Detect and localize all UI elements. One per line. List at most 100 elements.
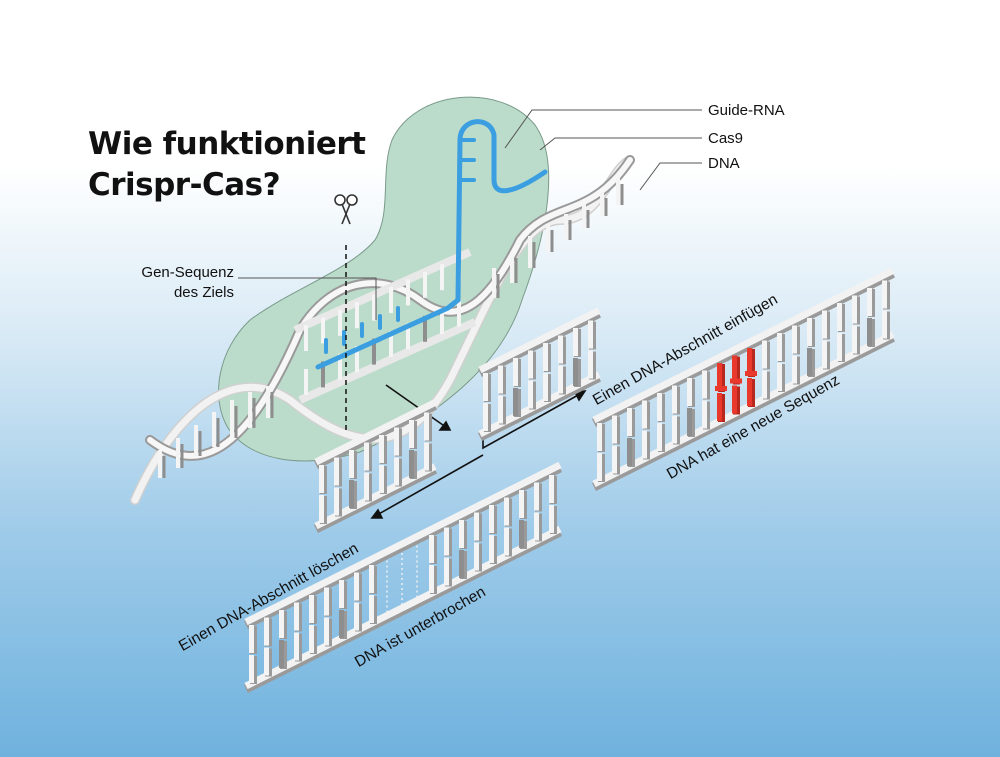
target-sequence xyxy=(293,248,477,404)
rung-top xyxy=(444,527,449,556)
cut-piece-left xyxy=(313,399,438,534)
rung-bottom xyxy=(319,495,324,523)
rung-bottom xyxy=(309,625,314,653)
rung-bottom xyxy=(504,527,509,556)
rung-top xyxy=(822,310,827,339)
rung-bottom xyxy=(807,348,812,376)
rung-top xyxy=(549,475,554,503)
rung-top xyxy=(364,442,369,471)
rung-bottom xyxy=(424,442,429,471)
rung-bottom xyxy=(657,423,662,451)
rung-top xyxy=(349,450,354,478)
rung-joint xyxy=(730,378,742,384)
label-cas9: Cas9 xyxy=(708,130,744,147)
rung-top xyxy=(249,625,254,653)
rung-bottom xyxy=(627,438,632,466)
rung-bottom xyxy=(474,542,479,571)
rung-top xyxy=(732,355,737,384)
rung-bottom xyxy=(573,358,578,386)
rung-top xyxy=(642,400,647,429)
rung-bottom xyxy=(349,480,354,508)
rung-top xyxy=(459,520,464,548)
rung-bottom xyxy=(717,393,722,421)
rung-top xyxy=(334,457,339,486)
rung-bottom xyxy=(459,550,464,578)
rung-top xyxy=(702,370,707,399)
rung-bottom xyxy=(364,472,369,501)
rung-bottom xyxy=(409,450,414,478)
rung-top xyxy=(429,535,434,563)
rung-top xyxy=(309,595,314,623)
rung-top xyxy=(882,280,887,309)
rung-top xyxy=(519,490,524,518)
rung-top xyxy=(657,393,662,421)
cut-piece-right xyxy=(477,307,602,442)
rung-top xyxy=(424,412,429,441)
rung-top xyxy=(612,415,617,444)
rung-top xyxy=(762,340,767,369)
rung-top xyxy=(543,343,548,371)
rung-top xyxy=(717,363,722,391)
rung-top xyxy=(513,358,518,386)
label-target-sequence-1: Gen-Sequenz xyxy=(141,264,234,281)
rung-bottom xyxy=(513,388,518,416)
rung-bottom xyxy=(264,647,269,676)
rung-bottom xyxy=(777,363,782,391)
rung-bottom xyxy=(792,355,797,384)
label-dna: DNA xyxy=(708,155,740,172)
leader-lines xyxy=(238,109,702,320)
insert-result-dna xyxy=(591,267,896,492)
rung-bottom xyxy=(558,365,563,394)
rung-joint xyxy=(745,371,757,376)
rung-top xyxy=(777,333,782,361)
rung-bottom xyxy=(429,565,434,593)
rung-bottom xyxy=(852,325,857,354)
page-title: Wie funktioniert Crispr-Cas? xyxy=(88,124,366,206)
rung-top xyxy=(474,512,479,541)
rung-bottom xyxy=(762,370,767,399)
rung-bottom xyxy=(394,457,399,486)
rung-bottom xyxy=(339,610,344,638)
rung-top xyxy=(807,318,812,346)
rung-bottom xyxy=(882,310,887,339)
title-line-1: Wie funktioniert xyxy=(88,126,366,162)
rung-bottom xyxy=(483,403,488,431)
rung-bottom xyxy=(498,395,503,424)
rung-top xyxy=(792,325,797,354)
rung-bottom xyxy=(702,400,707,429)
rung-top xyxy=(369,565,374,593)
rung-top xyxy=(504,497,509,526)
rung-top xyxy=(279,610,284,638)
dna-helix xyxy=(130,155,635,505)
rung-bottom xyxy=(334,487,339,516)
rung-bottom xyxy=(528,380,533,409)
rung-bottom xyxy=(379,465,384,493)
rung-bottom xyxy=(837,333,842,361)
rung-bottom xyxy=(822,340,827,369)
rung-bottom xyxy=(588,350,593,379)
rung-top xyxy=(489,505,494,533)
rung-bottom xyxy=(612,445,617,474)
rung-bottom xyxy=(279,640,284,668)
rung-top xyxy=(867,288,872,316)
rung-bottom xyxy=(549,505,554,533)
rung-top xyxy=(379,435,384,463)
rung-bottom xyxy=(444,557,449,586)
rung-bottom xyxy=(732,385,737,414)
rung-top xyxy=(528,350,533,379)
backbone xyxy=(244,525,562,690)
delete-result-dna xyxy=(243,461,563,694)
backbone xyxy=(478,307,601,374)
rung-top xyxy=(409,420,414,448)
rung-top xyxy=(534,482,539,511)
rung-top xyxy=(588,320,593,349)
rung-bottom xyxy=(543,373,548,401)
backbone xyxy=(314,399,437,466)
rung-top xyxy=(687,378,692,406)
rung-bottom xyxy=(294,632,299,661)
rung-top xyxy=(264,617,269,646)
rung-top xyxy=(837,303,842,331)
rung-bottom xyxy=(687,408,692,436)
guide-rna xyxy=(315,119,548,370)
label-guide-rna: Guide-RNA xyxy=(708,102,785,119)
